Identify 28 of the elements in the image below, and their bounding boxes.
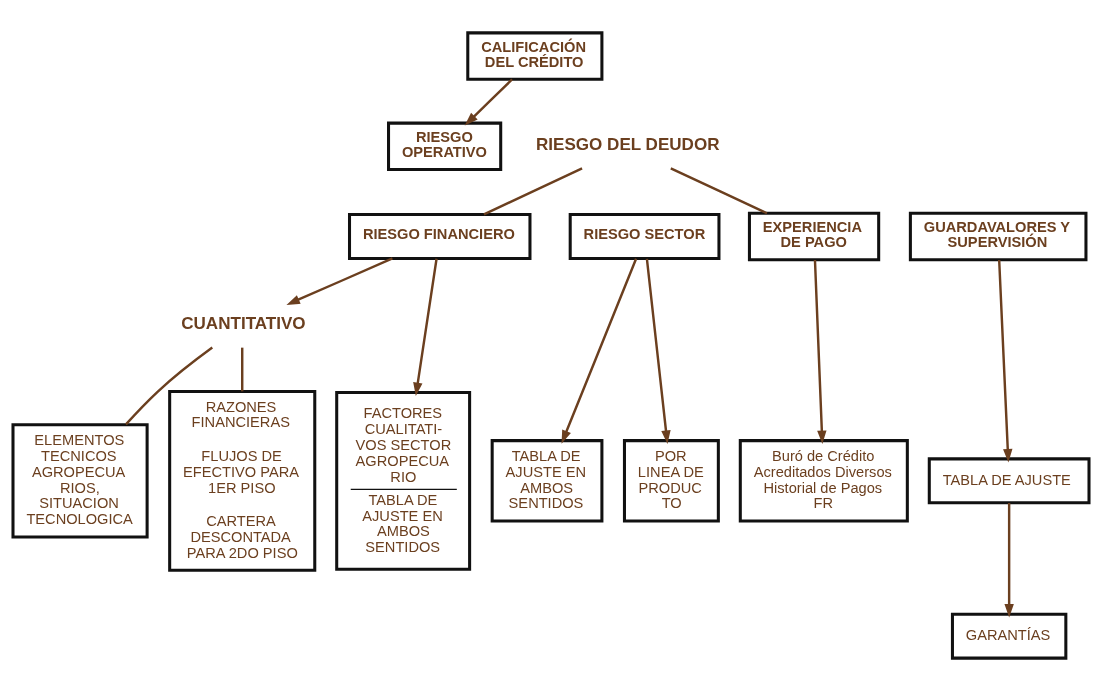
- node-box: EXPERIENCIA DE PAGO: [747, 211, 881, 261]
- node-box: GUARDAVALORES Y SUPERVISIÓN: [908, 211, 1088, 261]
- connector: [670, 166, 768, 214]
- arrow: [645, 258, 671, 444]
- arrow: [1004, 502, 1014, 617]
- node-box: TABLA DE AJUSTE EN AMBOS SENTIDOS: [490, 438, 604, 523]
- node-box: RAZONES FINANCIERAS FLUJOS DE EFECTIVO PARA 1ER PISO CARTERA DESCONTADA PARA 2DO PISO: [168, 389, 317, 572]
- arrow: [997, 259, 1013, 462]
- node-box: FACTORES CUALITATI- VOS SECTOR AGROPECUA RIO TABLA DE AJUSTE EN AMBOS SENTIDOS: [335, 390, 472, 571]
- connector: [483, 166, 583, 216]
- connector: [241, 347, 244, 391]
- node-box: CALIFICACIÓN DEL CRÉDITO: [466, 30, 604, 81]
- node-box: RIESGO SECTOR: [568, 212, 721, 260]
- arrow: [286, 256, 393, 305]
- node-box: POR LINEA DE PRODUC TO: [622, 438, 720, 523]
- node-box: GARANTÍAS: [950, 612, 1068, 660]
- node-box: RIESGO OPERATIVO: [387, 121, 503, 171]
- node-text: CUANTITATIVO: [181, 313, 306, 333]
- connector: [125, 346, 213, 425]
- node-box: ELEMENTOS TECNICOS AGROPECUA RIOS, SITUACION TECNOLOGICA: [11, 422, 149, 538]
- arrow: [813, 259, 827, 444]
- node-box: RIESGO FINANCIERO: [348, 212, 532, 260]
- arrow: [561, 257, 638, 444]
- arrow: [464, 78, 513, 125]
- node-box: Buró de Crédito Acreditados Diversos Historial de Pagos FR: [738, 438, 909, 523]
- node-text: RIESGO DEL DEUDOR: [536, 134, 720, 154]
- arrow: [413, 258, 438, 396]
- node-box: TABLA DE AJUSTE: [927, 456, 1091, 504]
